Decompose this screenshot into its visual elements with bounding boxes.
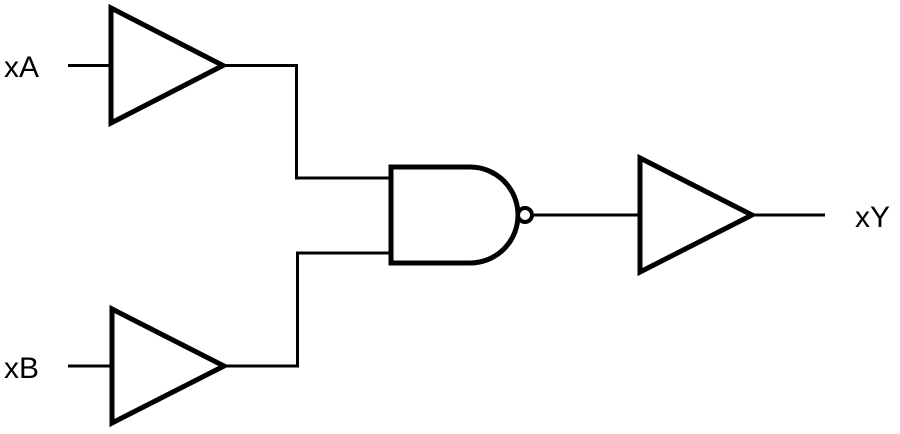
wire-buffer-a-to-nand <box>223 64 391 180</box>
input-b-label: xB <box>4 352 39 385</box>
input-a-label: xA <box>4 51 39 84</box>
buffer-gate-a-icon <box>108 3 229 128</box>
nand-gate-icon <box>388 164 521 266</box>
inversion-bubble-icon <box>516 206 534 224</box>
wire-buffer-b-to-nand <box>224 251 391 368</box>
output-buffer-gate-icon <box>637 153 758 277</box>
buffer-gate-b-icon <box>109 304 230 428</box>
output-label: xY <box>855 201 890 234</box>
